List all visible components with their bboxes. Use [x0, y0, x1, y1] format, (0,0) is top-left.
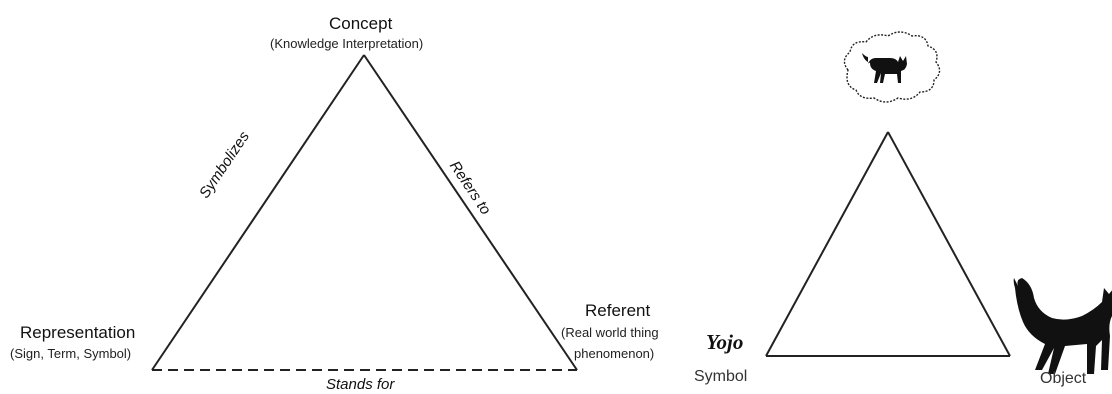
concept-title: Concept: [329, 14, 393, 33]
symbol-word: Yojo: [706, 330, 744, 354]
representation-title: Representation: [20, 323, 136, 342]
edge-label-stands-for: Stands for: [326, 376, 395, 393]
object-label: Object: [1040, 370, 1087, 387]
triangle-edge-symbolizes: [151, 54, 365, 371]
cat-silhouette-icon: [1013, 278, 1112, 374]
cat-in-thought-bubble-icon: [843, 31, 941, 103]
referent-subtitle-line1: (Real world thing: [561, 325, 659, 340]
concept-subtitle: (Knowledge Interpretation): [270, 36, 424, 51]
symbol-label: Symbol: [694, 368, 748, 385]
referent-title: Referent: [585, 301, 651, 320]
right-triangle-edge-right: [887, 131, 1011, 357]
referent-subtitle-line2: phenomenon): [574, 346, 655, 361]
right-triangle-edge-left: [765, 131, 889, 357]
triangle-edge-refers-to: [363, 54, 578, 371]
representation-subtitle: (Sign, Term, Symbol): [10, 346, 132, 361]
